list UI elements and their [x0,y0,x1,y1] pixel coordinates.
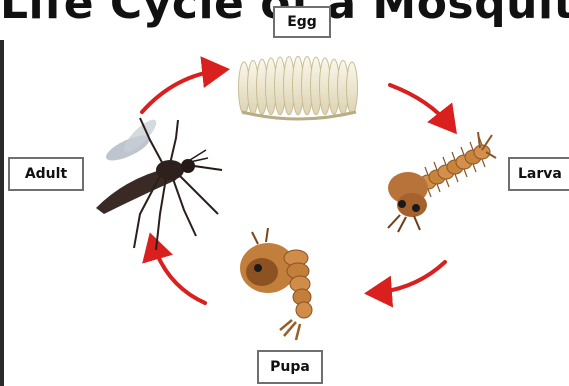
arrow-adult-to-egg [142,70,222,112]
pupa-illustration [240,228,312,340]
arrow-pupa-to-adult [152,240,205,303]
stage-label-larva: Larva [508,157,569,191]
egg-raft-illustration [239,56,358,119]
arrow-egg-to-larva [390,85,452,128]
adult-mosquito-illustration [96,115,222,250]
arrow-larva-to-pupa [372,262,445,293]
stage-label-pupa: Pupa [257,350,323,384]
stage-label-adult: Adult [8,157,84,191]
larva-illustration [388,132,496,232]
stage-label-egg: Egg [273,6,331,38]
